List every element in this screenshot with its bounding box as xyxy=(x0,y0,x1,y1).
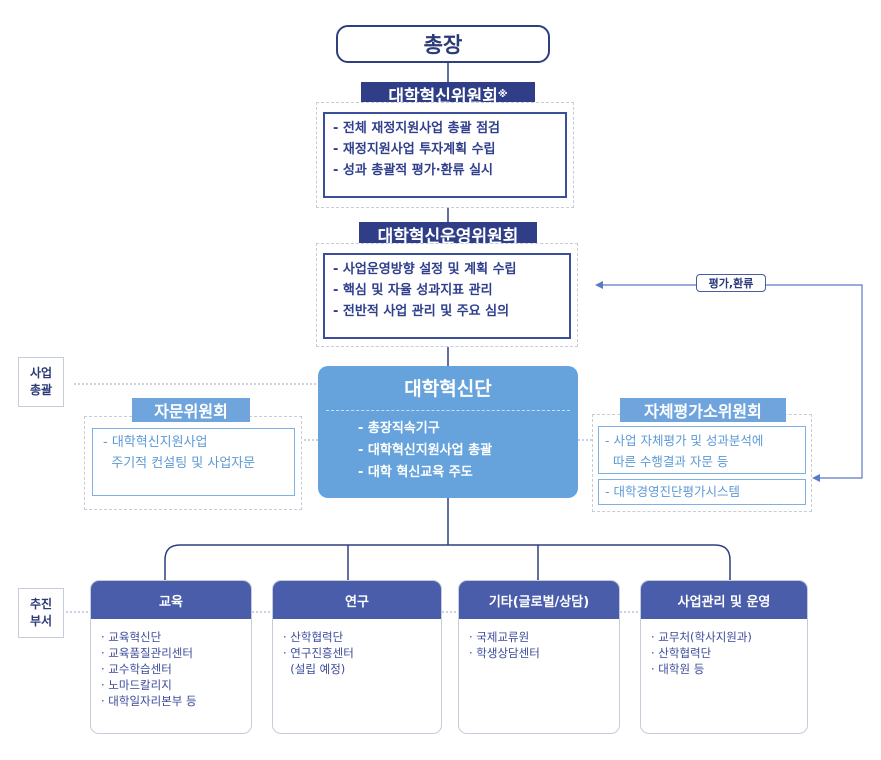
dept-body: · 교육혁신단 · 교육품질관리센터 · 교수학습센터 · 노마드칼리지 · 대… xyxy=(91,619,251,719)
self-eval-item: 따른 수행결과 자문 등 xyxy=(605,454,729,469)
dept-item: · 대학원 등 xyxy=(651,662,705,676)
operation-committee-title-text: 대학혁신운영위원회 xyxy=(377,227,519,247)
self-eval-system-box: - 대학경영진단평가시스템 xyxy=(598,479,806,505)
operation-committee-box: - 사업운영방향 설정 및 계획 수립 - 핵심 및 자율 성과지표 관리 - … xyxy=(323,253,571,339)
dept-body: · 교무처(학사지원과) · 산학협력단 · 대학원 등 xyxy=(641,619,807,687)
self-eval-title: 자체평가소위원회 xyxy=(620,398,786,422)
feedback-tag: 평가,환류 xyxy=(696,274,766,292)
operation-committee-item: - 핵심 및 자율 성과지표 관리 xyxy=(333,283,493,298)
advisory-committee-item: 주기적 컨설팅 및 사업자문 xyxy=(103,456,256,471)
feedback-label: 평가,환류 xyxy=(708,277,754,290)
dept-education: 교육 · 교육혁신단 · 교육품질관리센터 · 교수학습센터 · 노마드칼리지 … xyxy=(90,580,252,734)
dept-management: 사업관리 및 운영 · 교무처(학사지원과) · 산학협력단 · 대학원 등 xyxy=(640,580,808,734)
advisory-committee-box: - 대학혁신지원사업 주기적 컨설팅 및 사업자문 xyxy=(92,428,295,496)
dept-item: · 교육혁신단 xyxy=(101,630,162,644)
dept-item: · 연구진흥센터 xyxy=(283,646,354,660)
advisory-committee-item: - 대학혁신지원사업 xyxy=(103,435,208,450)
dept-item: · 산학협력단 xyxy=(283,630,344,644)
business-overall-label: 사업 총괄 xyxy=(18,357,64,407)
dept-research: 연구 · 산학협력단 · 연구진흥센터 (설립 예정) xyxy=(272,580,442,734)
side-label-line: 부서 xyxy=(29,614,53,628)
self-eval-title-text: 자체평가소위원회 xyxy=(644,402,762,421)
hub-item: - 총장직속기구 xyxy=(358,421,440,436)
dept-body: · 국제교류원 · 학생상담센터 xyxy=(459,619,619,671)
hub-item: - 대학 혁신교육 주도 xyxy=(358,465,473,480)
dept-title: 연구 xyxy=(273,581,441,619)
side-label-line: 추진 xyxy=(29,597,53,611)
self-eval-system: - 대학경영진단평가시스템 xyxy=(605,484,740,499)
dept-title: 교육 xyxy=(91,581,251,619)
operation-committee-item: - 사업운영방향 설정 및 계획 수립 xyxy=(333,262,517,277)
innovation-hub: 대학혁신단 - 총장직속기구 - 대학혁신지원사업 총괄 - 대학 혁신교육 주… xyxy=(318,366,578,498)
side-label-line: 총괄 xyxy=(29,383,53,397)
innovation-committee-item: - 전체 재정지원사업 총괄 점검 xyxy=(333,121,501,136)
dept-item: · 국제교류원 xyxy=(469,630,530,644)
side-label-line: 사업 xyxy=(29,366,53,380)
dept-title: 사업관리 및 운영 xyxy=(641,581,807,619)
dept-item: (설립 예정) xyxy=(283,662,346,676)
dept-item: · 학생상담센터 xyxy=(469,646,540,660)
dept-item: · 교무처(학사지원과) xyxy=(651,630,752,644)
self-eval-item: - 사업 자체평가 및 성과분석에 xyxy=(605,433,764,448)
hub-title: 대학혁신단 xyxy=(404,378,492,400)
dept-item: · 산학협력단 xyxy=(651,646,712,660)
dept-item: · 교수학습센터 xyxy=(101,662,172,676)
innovation-committee-mark: ※ xyxy=(497,89,508,100)
advisory-committee-title: 자문위원회 xyxy=(132,398,250,422)
hub-item: - 대학혁신지원사업 총괄 xyxy=(358,443,493,458)
dept-title: 기타(글로벌/상담) xyxy=(459,581,619,619)
operation-committee-item: - 전반적 사업 관리 및 주요 심의 xyxy=(333,304,510,319)
innovation-committee-item: - 재정지원사업 투자계획 수립 xyxy=(333,142,496,157)
self-eval-box: - 사업 자체평가 및 성과분석에 따른 수행결과 자문 등 xyxy=(598,426,806,474)
dept-item: · 교육품질관리센터 xyxy=(101,646,193,660)
dept-global-counseling: 기타(글로벌/상담) · 국제교류원 · 학생상담센터 xyxy=(458,580,620,734)
dept-item: · 대학일자리본부 등 xyxy=(101,694,197,708)
dept-body: · 산학협력단 · 연구진흥센터 (설립 예정) xyxy=(273,619,441,687)
president-box: 총장 xyxy=(336,25,550,63)
dept-item: · 노마드칼리지 xyxy=(101,678,172,692)
innovation-committee-box: - 전체 재정지원사업 총괄 점검 - 재정지원사업 투자계획 수립 - 성과 … xyxy=(323,112,567,198)
operation-committee-title: 대학혁신운영위원회 xyxy=(359,222,537,247)
hub-divider xyxy=(326,410,570,411)
promotion-dept-label: 추진 부서 xyxy=(18,588,64,638)
advisory-committee-title-text: 자문위원회 xyxy=(154,402,228,421)
hub-items: - 총장직속기구 - 대학혁신지원사업 총괄 - 대학 혁신교육 주도 xyxy=(358,418,492,484)
president-label: 총장 xyxy=(423,33,463,57)
innovation-committee-item: - 성과 총괄적 평가·환류 실시 xyxy=(333,163,493,178)
